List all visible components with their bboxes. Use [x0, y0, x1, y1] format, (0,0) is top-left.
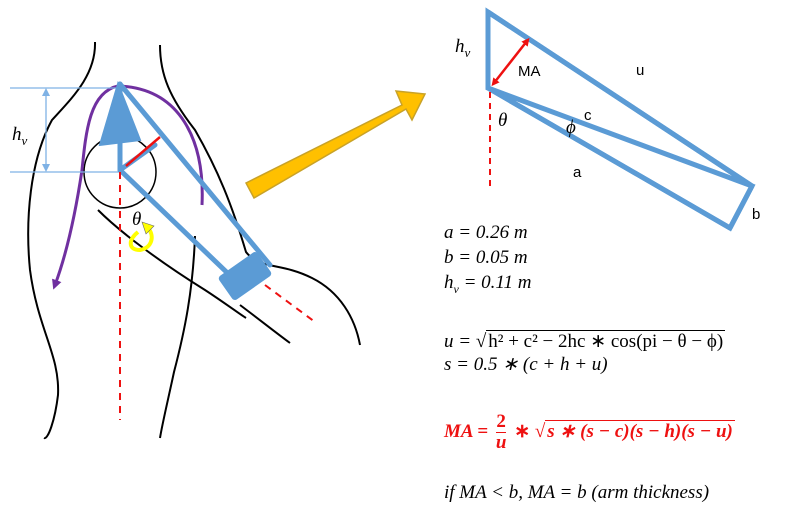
forearm-contour: [239, 304, 291, 344]
u-radicand: h² + c² − 2hc ∗ cos(pi − θ − ϕ): [486, 330, 726, 352]
eq-hv-value: hv = 0.11 m: [444, 272, 532, 296]
ma-radicand: s ∗ (s − c)(s − h)(s − u): [545, 419, 735, 442]
eq-condition: if MA < b, MA = b (arm thickness): [444, 482, 710, 503]
rotation-swirl-head: [141, 221, 155, 235]
shoulder-contour: [159, 44, 361, 346]
moment-arm-left: [125, 136, 161, 167]
eq-a-value: a = 0.26 m: [444, 222, 528, 243]
eq-b-value: b = 0.05 m: [444, 247, 528, 268]
geometry-frame: [485, 7, 756, 232]
moment-arm-right: [491, 37, 530, 87]
eq-u: u = √h² + c² − 2hc ∗ cos(pi − θ − ϕ): [444, 330, 726, 352]
body-outline: [27, 41, 361, 439]
c-label: c: [584, 107, 592, 124]
b-label: b: [752, 206, 760, 223]
forearm-extension-line: [264, 284, 316, 323]
hv-guide-left: [10, 87, 120, 173]
hv-label-right: hv: [455, 36, 471, 60]
back-contour: [27, 41, 97, 439]
transition-arrow: [244, 90, 427, 200]
a-label: a: [573, 164, 582, 181]
phi-label: ϕ: [566, 117, 576, 138]
elbow-contour: [97, 209, 247, 319]
theta-label-left: θ: [132, 209, 141, 230]
hv-label-left: hv: [12, 124, 28, 148]
wrist-block: [218, 252, 272, 300]
rotation-swirl: [128, 226, 154, 253]
u-label: u: [636, 62, 644, 79]
eq-s: s = 0.5 ∗ (c + h + u): [444, 354, 608, 375]
ma-label-right: MA: [518, 63, 541, 80]
diagonal-c: [489, 87, 751, 187]
underarm-contour: [159, 235, 196, 439]
theta-label-right: θ: [498, 110, 507, 131]
